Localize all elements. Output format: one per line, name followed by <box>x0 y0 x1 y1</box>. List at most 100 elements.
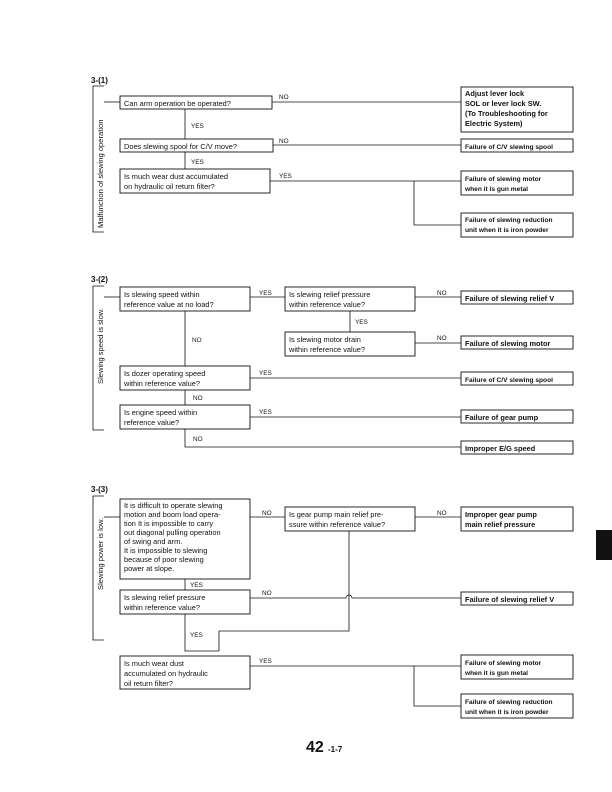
svg-text:within reference value?: within reference value? <box>123 379 200 388</box>
svg-text:Does slewing spool for C/V mov: Does slewing spool for C/V move? <box>124 142 237 151</box>
no-label: NO <box>437 510 447 517</box>
svg-text:Is slewing motor drain: Is slewing motor drain <box>289 335 361 344</box>
result-box <box>460 138 574 153</box>
no-label: NO <box>437 290 447 297</box>
result-3-text: Failure of C/V slewing spool <box>465 377 553 384</box>
question-box <box>119 286 251 312</box>
result-1-text: Failure of slewing relief V <box>465 294 554 303</box>
svg-text:within reference value?: within reference value? <box>288 345 365 354</box>
svg-text:Is gear pump main relief pre-: Is gear pump main relief pre- <box>289 510 384 519</box>
question-4-text: Is much wear dust accumulated on hydraul… <box>124 659 208 688</box>
svg-text:unit when it is iron powder: unit when it is iron powder <box>465 227 549 234</box>
svg-text:power at slope.: power at slope. <box>124 564 174 573</box>
svg-text:Is dozer operating speed: Is dozer operating speed <box>124 369 205 378</box>
question-box <box>119 655 251 690</box>
section-bracket <box>92 495 104 641</box>
svg-text:within reference value?: within reference value? <box>288 300 365 309</box>
result-1-text: Improper gear pump main relief pressure <box>465 510 537 529</box>
svg-text:Is much wear dust accumulated: Is much wear dust accumulated <box>124 172 228 181</box>
connector <box>250 594 461 599</box>
yes-label: YES <box>355 319 368 326</box>
connector <box>184 429 461 448</box>
question-box <box>119 404 251 430</box>
section-3-2: 3-(2) Slewing speed is slow. Is slewing … <box>91 275 574 455</box>
svg-text:Electric System): Electric System) <box>465 119 523 128</box>
result-box <box>460 335 574 350</box>
connector <box>184 614 219 652</box>
question-1-text: Can arm operation be operated? <box>124 99 231 108</box>
page-number-main: 42 <box>306 739 324 756</box>
page-number: 42 -1-7 <box>306 739 343 756</box>
svg-text:It is impossible to slewing: It is impossible to slewing <box>124 546 207 555</box>
result-box <box>460 440 574 455</box>
svg-text:Improper gear pump: Improper gear pump <box>465 510 537 519</box>
yes-label: YES <box>259 658 272 665</box>
result-box <box>460 86 574 133</box>
question-box <box>119 589 251 615</box>
svg-text:Failure of gear pump: Failure of gear pump <box>465 413 539 422</box>
svg-text:(To Troubleshooting for: (To Troubleshooting for <box>465 109 548 118</box>
no-label: NO <box>192 337 202 344</box>
svg-text:Failure of slewing motor: Failure of slewing motor <box>465 176 542 183</box>
svg-text:Failure of slewing reduction: Failure of slewing reduction <box>465 217 553 224</box>
no-label: NO <box>193 395 203 402</box>
svg-text:reference value?: reference value? <box>124 418 179 427</box>
svg-text:out diagonal pulling operation: out diagonal pulling operation <box>124 528 221 537</box>
no-label: NO <box>262 590 272 597</box>
result-5-text: Improper E/G speed <box>465 444 536 453</box>
question-5-text: Is engine speed within reference value? <box>124 408 197 427</box>
question-2-text: Is slewing relief pressure within refere… <box>288 290 370 309</box>
result-3-text: Failure of slewing motor when it is gun … <box>464 176 542 193</box>
section-side-title: Slewing power is low. <box>96 518 105 590</box>
svg-text:It is difficult to operate sle: It is difficult to operate slewing <box>124 501 222 510</box>
yes-label: YES <box>191 123 204 130</box>
question-1-text: Is slewing speed within reference value … <box>124 290 214 309</box>
result-box <box>460 170 574 196</box>
result-2-text: Failure of slewing motor <box>465 339 551 348</box>
svg-text:Improper E/G speed: Improper E/G speed <box>465 444 536 453</box>
section-bracket <box>92 285 104 431</box>
no-label: NO <box>193 436 203 443</box>
svg-text:Failure of slewing reduction: Failure of slewing reduction <box>465 699 553 706</box>
result-2-text: Failure of C/V slewing spool <box>465 144 553 151</box>
result-1-text: Adjust lever lock SOL or lever lock SW. … <box>465 89 548 128</box>
svg-text:because of poor slewing: because of poor slewing <box>124 555 204 564</box>
yes-label: YES <box>190 632 203 639</box>
svg-text:oil return filter?: oil return filter? <box>124 679 173 688</box>
section-side-title: Slewing speed is slow. <box>96 308 105 384</box>
svg-text:Is slewing speed within: Is slewing speed within <box>124 290 200 299</box>
yes-label: YES <box>279 173 292 180</box>
yes-label: YES <box>259 409 272 416</box>
connector <box>413 181 461 226</box>
svg-text:Failure of slewing motor: Failure of slewing motor <box>465 660 542 667</box>
yes-label: YES <box>191 159 204 166</box>
svg-text:unit when it is iron powder: unit when it is iron powder <box>465 709 549 716</box>
question-box <box>119 498 251 580</box>
section-tab-marker <box>596 530 612 560</box>
question-2-text: Is gear pump main relief pre- ssure with… <box>289 510 385 529</box>
svg-text:Is engine speed within: Is engine speed within <box>124 408 197 417</box>
question-box <box>119 95 273 110</box>
result-box <box>460 290 574 305</box>
result-4-text: Failure of slewing reduction unit when i… <box>465 217 553 234</box>
svg-text:Failure of C/V slewing spool: Failure of C/V slewing spool <box>465 144 553 151</box>
no-label: NO <box>279 138 289 145</box>
svg-text:tion It is impossible to carry: tion It is impossible to carry <box>124 519 213 528</box>
svg-text:SOL or lever lock SW.: SOL or lever lock SW. <box>465 99 541 108</box>
result-box <box>460 409 574 424</box>
svg-text:when it is gun metal: when it is gun metal <box>464 670 528 677</box>
svg-text:within reference value?: within reference value? <box>123 603 200 612</box>
result-box <box>460 693 574 719</box>
svg-text:Failure of slewing relief V: Failure of slewing relief V <box>465 595 554 604</box>
section-id: 3-(2) <box>91 275 108 284</box>
question-box <box>119 365 251 391</box>
connector <box>413 666 461 707</box>
svg-text:Is slewing relief pressure: Is slewing relief pressure <box>124 593 205 602</box>
svg-text:Failure of slewing motor: Failure of slewing motor <box>465 339 551 348</box>
question-3-text: Is much wear dust accumulated on hydraul… <box>124 172 228 191</box>
question-1-text: It is difficult to operate slewing motio… <box>124 501 222 573</box>
result-box <box>460 591 574 606</box>
question-2-text: Does slewing spool for C/V move? <box>124 142 237 151</box>
svg-text:Failure of C/V slewing spool: Failure of C/V slewing spool <box>465 377 553 384</box>
